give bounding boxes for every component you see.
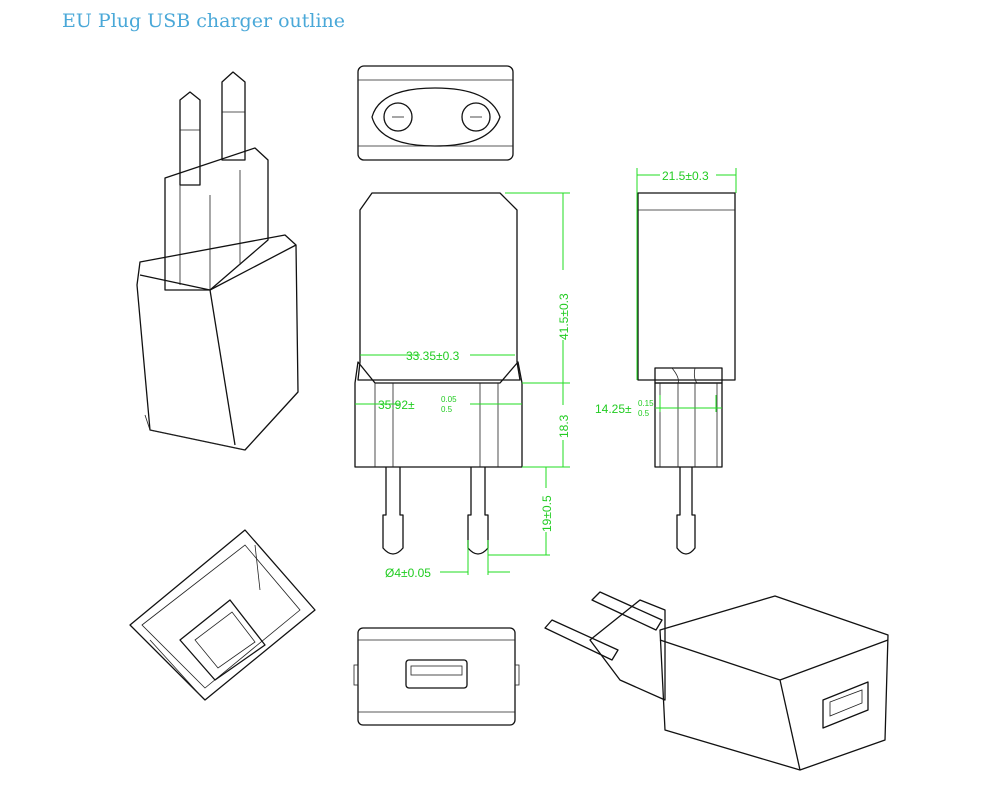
side-view [637,192,736,555]
dim-side-width: 21.5±0.3 [662,169,709,183]
page-title: EU Plug USB charger outline [62,10,346,32]
front-view [354,192,523,555]
front-dimensions: 33.35±0.3 35.92± 0.05 0.5 41.5±0.3 18.3 … [355,192,571,580]
dim-side-base-tol-upper: 0.15 [638,399,654,408]
side-dimensions: 21.5±0.3 14.25± 0.15 0.5 [595,168,737,418]
dim-base-height: 18.3 [557,414,571,438]
isometric-view-right [544,591,889,771]
dim-pin-diameter: Ø4±0.05 [385,566,431,580]
dim-pin-length: 19±0.5 [540,495,554,532]
top-view [357,65,514,161]
dim-width-top: 33.35±0.3 [406,349,460,363]
dim-width-base-tol-upper: 0.05 [441,395,457,404]
isometric-view-bottom [129,529,316,701]
dim-side-base: 14.25± [595,402,632,416]
dim-side-base-tol-lower: 0.5 [638,409,650,418]
dim-body-height: 41.5±0.3 [557,293,571,340]
isometric-view-top [136,71,299,451]
bottom-view [353,627,520,726]
dim-width-base-tol-lower: 0.5 [441,405,453,414]
dim-width-base: 35.92± [378,398,415,412]
